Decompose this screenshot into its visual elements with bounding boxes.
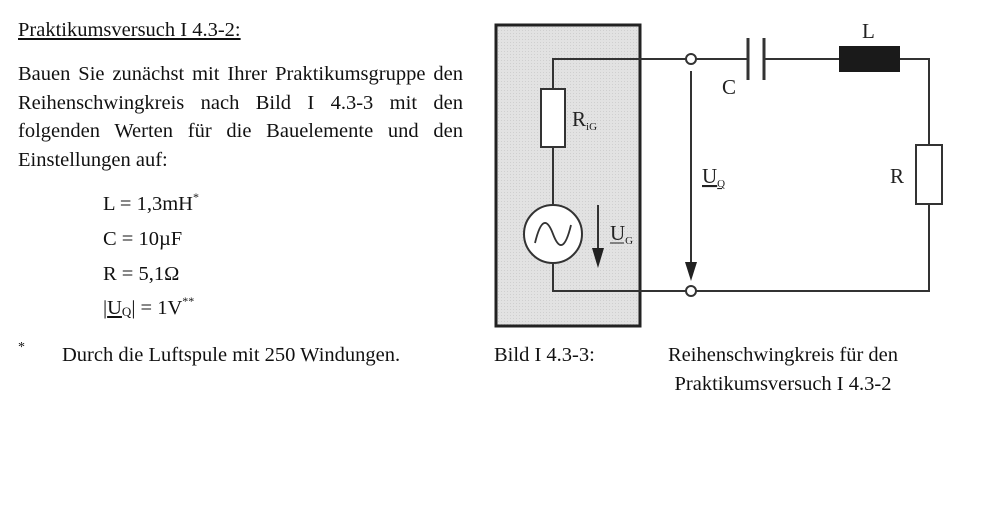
figure-caption-label: Bild I 4.3-3: — [494, 344, 595, 366]
experiment-heading: Praktikumsversuch I 4.3-2: — [18, 19, 241, 41]
footnote-mark: ** — [182, 294, 195, 308]
value-text: L = 1,3mH — [103, 193, 193, 215]
wire-bottom — [552, 204, 930, 292]
abs-bar: | — [103, 297, 108, 319]
label-resistor: R — [890, 164, 904, 188]
footnote-mark: * — [18, 340, 25, 355]
voltage-subscript: Q — [121, 304, 132, 319]
label-inductor: L — [862, 19, 875, 43]
instruction-paragraph: Bauen Sie zunächst mit Ihrer Praktikums­… — [18, 63, 463, 171]
symbol: U — [610, 221, 625, 245]
subscript: G — [625, 235, 633, 247]
value-capacitance: C = 10µF — [103, 228, 183, 250]
value-inductance: L = 1,3mH* — [103, 190, 199, 219]
voltage-arrow-ug — [592, 205, 604, 268]
value-resistance: R = 5,1Ω — [103, 263, 180, 285]
footnote-mark: * — [192, 190, 199, 204]
subscript: Q — [717, 178, 725, 190]
symbol: R — [572, 107, 586, 131]
terminal-bottom — [685, 285, 697, 297]
label-internal-resistor: RiG — [572, 107, 597, 133]
wire-top — [552, 58, 930, 145]
subscript: iG — [586, 121, 597, 133]
voltage-symbol: U — [107, 297, 122, 319]
caption-line: Praktikumsversuch I 4.3-2 — [674, 372, 892, 395]
label-capacitor: C — [722, 75, 736, 99]
value-text: | = 1V — [131, 297, 183, 319]
label-source-voltage: UQ — [702, 164, 725, 190]
footnote-text: Durch die Luftspule mit 250 Windun­gen. — [62, 344, 401, 366]
sine-wave-icon — [534, 222, 572, 246]
inductor-icon — [839, 46, 900, 72]
generator-box — [494, 23, 642, 328]
terminal-top — [685, 53, 697, 65]
capacitor-icon — [746, 38, 766, 80]
caption-line: Reihenschwingkreis für den — [668, 344, 898, 366]
symbol: U — [702, 164, 717, 188]
voltage-arrow-uq — [685, 71, 697, 281]
internal-resistor-icon — [540, 88, 566, 148]
label-generator-voltage: UG — [610, 221, 633, 247]
value-source-voltage: |UQ| = 1V** — [103, 294, 194, 323]
resistor-icon — [915, 144, 943, 205]
